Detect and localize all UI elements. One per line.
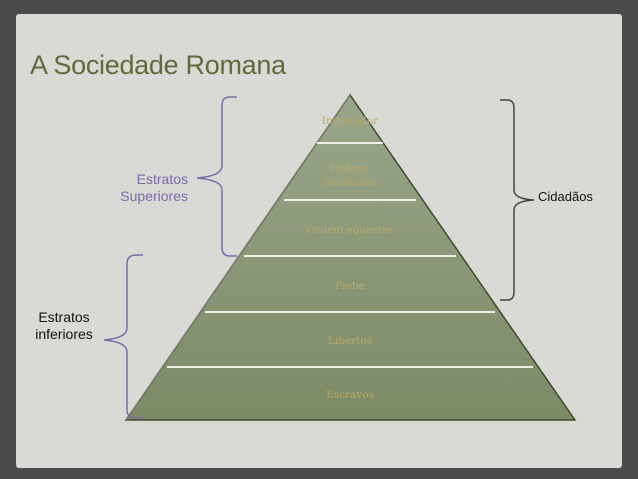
bracket-superiores (196, 96, 237, 257)
estratos-superiores-label: Estratos Superiores (120, 171, 188, 204)
level-ordem-senatorial: Ordem Senatorial (323, 163, 379, 189)
pyramid-left-edge (125, 94, 351, 421)
slide-title: A Sociedade Romana (30, 50, 286, 80)
level-imperador: Imperador (322, 115, 379, 127)
bracket-inferiores (103, 254, 143, 419)
cidadaos-label: Cidadãos (538, 189, 593, 204)
level-plebe: Plebe (335, 280, 365, 292)
estratos-inferiores-label: Estratos inferiores (35, 309, 93, 342)
level-escravos: Escravos (326, 389, 374, 401)
pyramid-shape (124, 93, 577, 421)
level-libertos: Libertos (328, 335, 372, 347)
level-ordem-equestre: Ordem equestre (307, 224, 394, 236)
bracket-cidadaos (500, 99, 535, 301)
